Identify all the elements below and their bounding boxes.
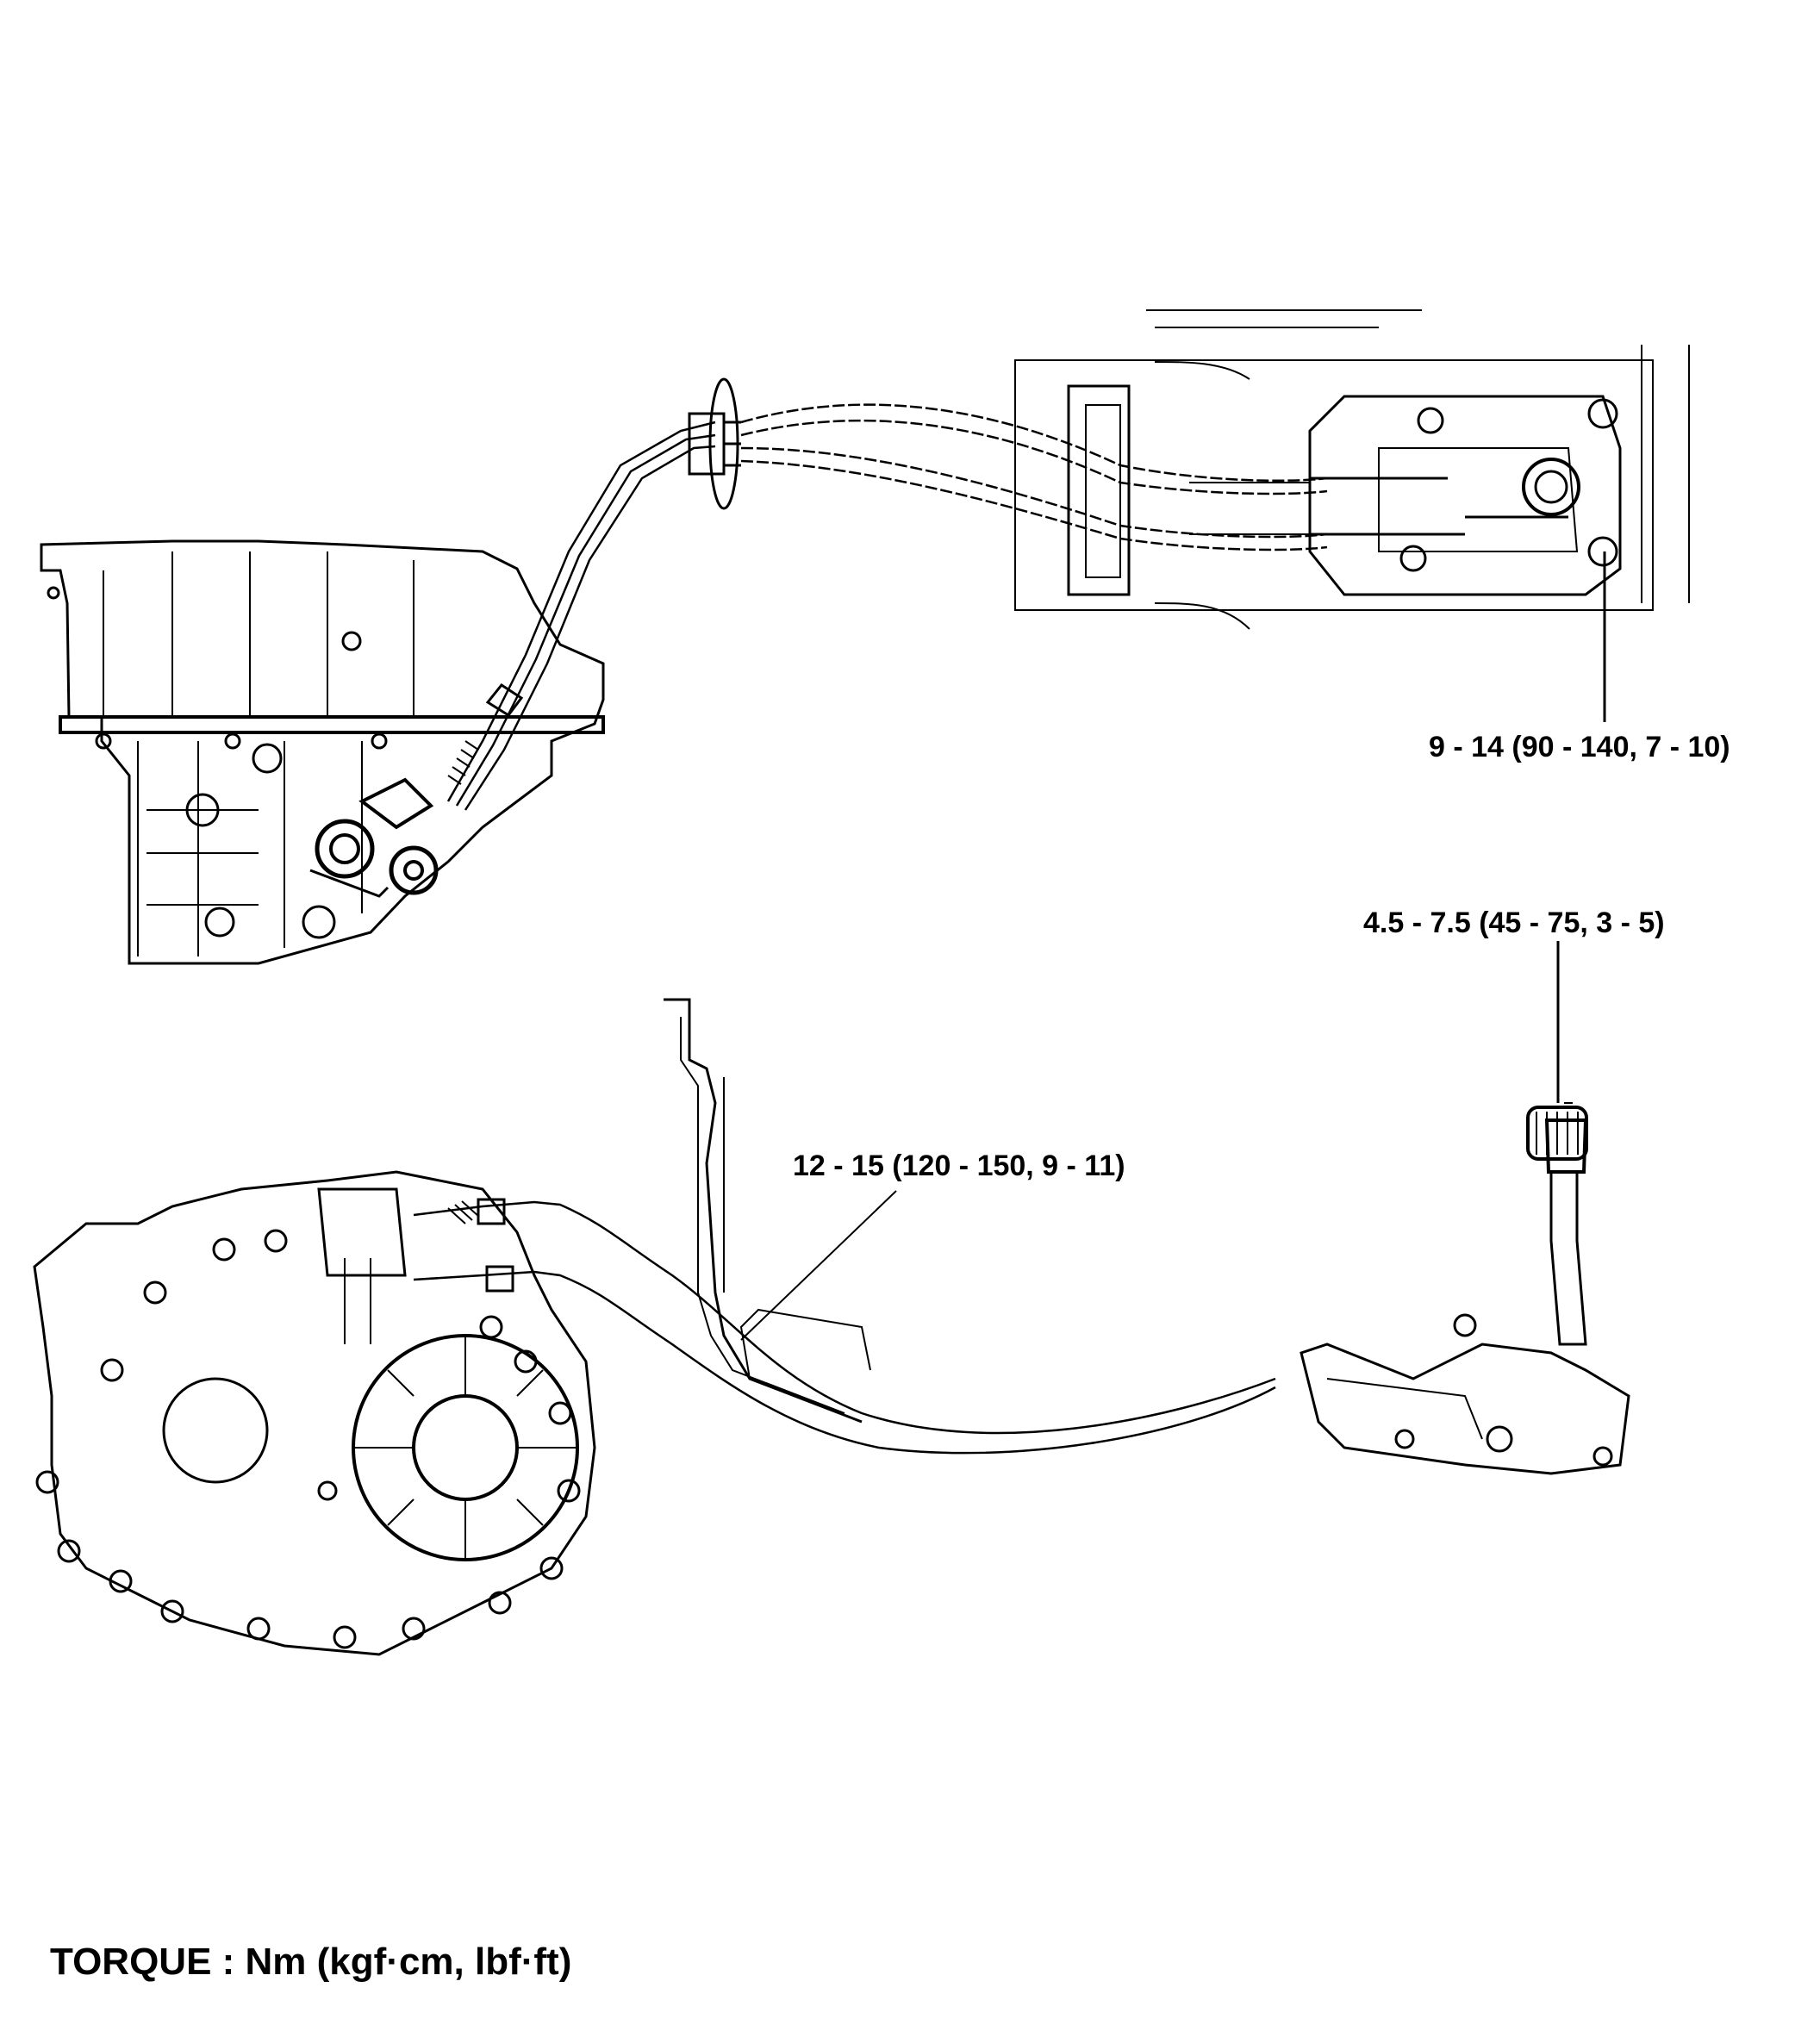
transaxle-front-view [33, 1170, 596, 1656]
torque-label-shift-knob: 4.5 - 7.5 (45 - 75, 3 - 5) [1363, 907, 1665, 939]
torque-label-cable-bracket: 12 - 15 (120 - 150, 9 - 11) [793, 1150, 1125, 1182]
torque-label-shifter-bolt: 9 - 14 (90 - 140, 7 - 10) [1429, 731, 1730, 763]
torque-unit-legend: TORQUE : Nm (kgf·cm, lbf·ft) [50, 1941, 572, 1983]
firewall-grommet [688, 377, 741, 510]
floor-panel-section [664, 998, 871, 1424]
transaxle-side-view [40, 539, 605, 965]
shift-knob [1526, 1106, 1588, 1161]
shift-cable-upper [446, 421, 716, 811]
shift-cable-lower [413, 1198, 1276, 1455]
leader-cable-bracket-bolt [740, 1190, 897, 1341]
shift-cable-top-view [740, 403, 1328, 551]
shifter-top-view [1014, 309, 1690, 630]
floor-shifter-assembly [1300, 1102, 1630, 1475]
